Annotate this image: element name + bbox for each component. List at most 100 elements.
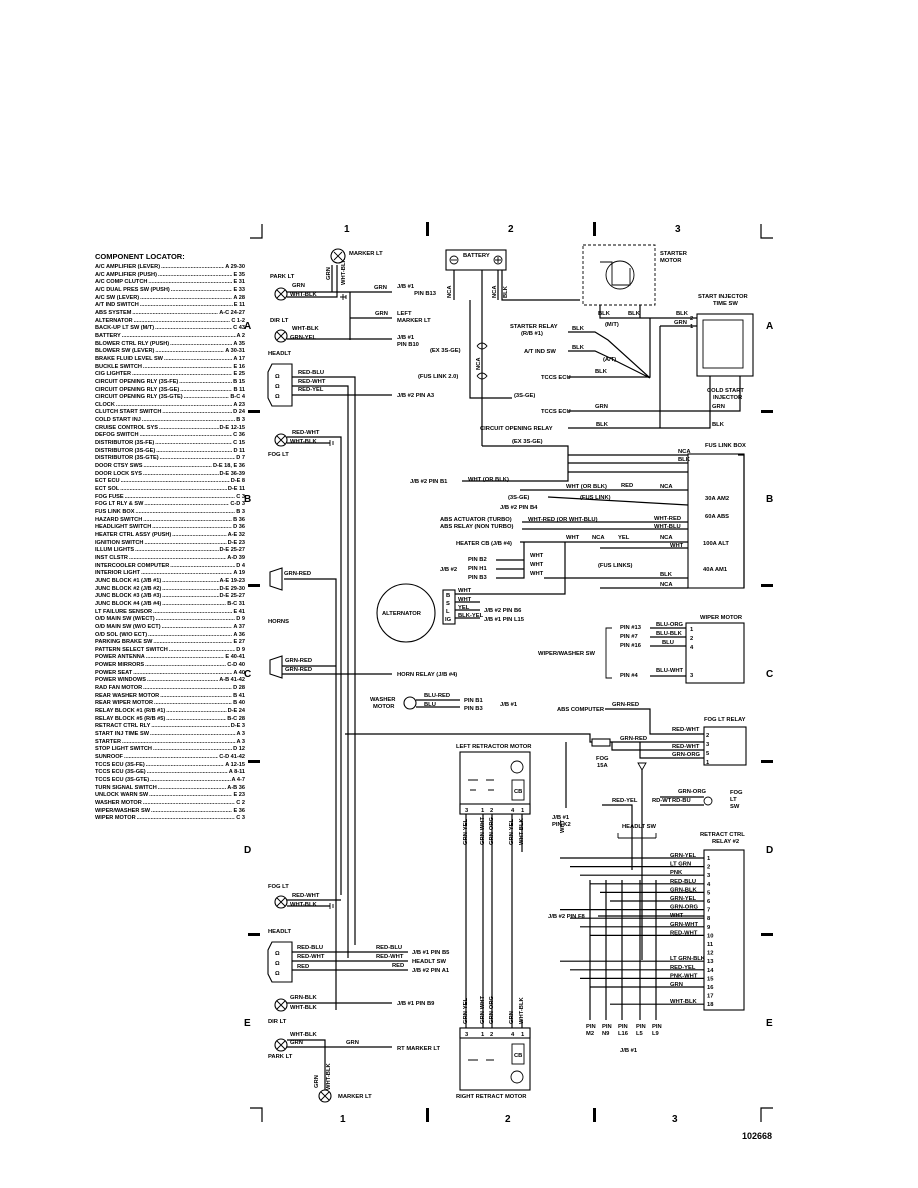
locator-row: BUCKLE SWITCHE 16 xyxy=(95,364,245,372)
svg-text:J/B #2 PIN B4: J/B #2 PIN B4 xyxy=(500,505,538,511)
svg-text:GRN: GRN xyxy=(712,404,725,410)
svg-text:RD-BU: RD-BU xyxy=(672,798,691,804)
svg-text:RELAY #2: RELAY #2 xyxy=(712,839,739,845)
svg-text:WHT-BLK: WHT-BLK xyxy=(290,902,318,908)
row-label-c-right: C xyxy=(766,669,773,680)
locator-grid-ref: E 25 xyxy=(233,371,245,378)
svg-text:RED-WHT: RED-WHT xyxy=(376,954,404,960)
relay-pin-number: 9 xyxy=(707,925,711,931)
locator-row: RELAY BLOCK #5 (R/B #5)B-C 28 xyxy=(95,716,245,724)
locator-row: TCCS ECU (3S-GE)A 8-11 xyxy=(95,769,245,777)
relay-pin-number: 8 xyxy=(707,916,711,922)
jb1-pin-label: L5 xyxy=(636,1031,644,1037)
svg-text:HEADLT: HEADLT xyxy=(268,929,292,935)
rear-left-lights: GRN-BLK WHT-BLK J/B #1 PIN B9 DIR LT WHT… xyxy=(268,995,440,1103)
horns: GRN-RED HORNS GRN-RED GRN-RED HORN RELAY… xyxy=(268,567,457,1010)
svg-text:RED: RED xyxy=(621,483,633,489)
svg-text:WHT-BLK: WHT-BLK xyxy=(290,1032,318,1038)
starter-motor: STARTER MOTOR BLK BLK xyxy=(582,244,688,319)
svg-text:RED-BLU: RED-BLU xyxy=(376,945,402,951)
locator-title: COMPONENT LOCATOR: xyxy=(95,252,185,261)
relay-pin-number: 3 xyxy=(707,873,711,879)
jb1-pin-label: L9 xyxy=(652,1031,660,1037)
locator-grid-ref: D-E 8 xyxy=(230,478,245,485)
svg-text:CB: CB xyxy=(514,789,522,795)
svg-text:FOG: FOG xyxy=(596,756,609,762)
svg-text:GRN-YEL: GRN-YEL xyxy=(509,818,515,845)
svg-text:WHT: WHT xyxy=(458,597,472,603)
col-label-1: 1 xyxy=(344,224,350,235)
svg-text:ABS COMPUTER: ABS COMPUTER xyxy=(557,707,605,713)
locator-row: TURN SIGNAL SWITCHA-B 36 xyxy=(95,785,245,793)
svg-text:4: 4 xyxy=(690,645,694,651)
svg-text:J/B #2 PIN A3: J/B #2 PIN A3 xyxy=(397,393,435,399)
relay-pin-number: 16 xyxy=(707,985,714,991)
jb1-pin-label: L16 xyxy=(618,1031,629,1037)
relay-pin-number: 2 xyxy=(707,865,710,871)
locator-component-name: A/C AMPLIFIER (LEVER) xyxy=(95,264,161,270)
svg-text:40A AM1: 40A AM1 xyxy=(703,567,728,573)
svg-text:BLK: BLK xyxy=(596,422,609,428)
relay-pin-number: 13 xyxy=(707,959,714,965)
svg-text:FOG LT RELAY: FOG LT RELAY xyxy=(704,717,746,723)
locator-grid-ref: D-E 36-39 xyxy=(219,470,246,477)
svg-text:SW: SW xyxy=(730,804,740,810)
locator-row: JUNC BLOCK #3 (J/B #3)D-E 25-27 xyxy=(95,593,245,601)
locator-grid-ref: E 31 xyxy=(233,279,245,286)
locator-row: DISTRIBUTOR (3S-GTE)D 7 xyxy=(95,455,245,463)
svg-text:Ω: Ω xyxy=(275,951,280,957)
svg-text:2: 2 xyxy=(490,1032,493,1038)
svg-text:PIN B3: PIN B3 xyxy=(468,575,487,581)
locator-component-name: BUCKLE SWITCH xyxy=(95,363,142,370)
svg-text:BLK: BLK xyxy=(595,369,608,375)
svg-text:WHT (OR BLK): WHT (OR BLK) xyxy=(468,477,509,483)
relay-wire-color: RED-YEL xyxy=(670,965,696,971)
locator-grid-ref: B 41 xyxy=(233,692,245,699)
locator-grid-ref: A-B 36 xyxy=(227,784,245,791)
horn-1-symbol xyxy=(269,567,283,591)
relay-pin-number: 10 xyxy=(707,933,713,939)
svg-text:WHT-RED: WHT-RED xyxy=(654,516,681,522)
locator-grid-ref: A 35 xyxy=(233,340,245,347)
row-label-d: D xyxy=(244,845,251,856)
locator-component-name: BATTERY xyxy=(95,332,121,339)
locator-component-name: HEADLIGHT SWITCH xyxy=(95,524,152,531)
svg-text:RED-WHT: RED-WHT xyxy=(672,727,700,733)
svg-text:(3S-GE): (3S-GE) xyxy=(514,393,535,399)
locator-list: A/C AMPLIFIER (LEVER)A 29-30A/C AMPLIFIE… xyxy=(95,264,245,823)
locator-component-name: WIPER MOTOR xyxy=(95,815,136,822)
svg-text:(A/T): (A/T) xyxy=(603,357,616,363)
svg-text:RT MARKER LT: RT MARKER LT xyxy=(397,1046,440,1052)
relay-wire-color: RED-BLU xyxy=(670,879,696,885)
col-label-3: 3 xyxy=(675,224,681,235)
locator-grid-ref: D 24 xyxy=(233,409,245,416)
locator-grid-ref: D 12 xyxy=(233,746,245,753)
locator-grid-ref: D-E 11 xyxy=(227,486,245,493)
locator-component-name: FOG FUSE xyxy=(95,493,124,500)
locator-grid-ref: C 43 xyxy=(233,325,245,332)
svg-text:GRN-RED: GRN-RED xyxy=(612,702,639,708)
svg-text:A/T IND SW: A/T IND SW xyxy=(524,349,556,355)
relay-pin-number: 14 xyxy=(707,968,714,974)
jb1-pin-label: PIN xyxy=(636,1024,646,1030)
relay-wire-color: GRN-YEL xyxy=(670,853,697,859)
locator-component-name: DISTRIBUTOR (3S-GTE) xyxy=(95,455,159,462)
locator-component-name: RETRACT CTRL RLY xyxy=(95,723,151,730)
locator-component-name: PARKING BRAKE SW xyxy=(95,639,153,646)
locator-component-name: O/D MAIN SW (W/ECT) xyxy=(95,616,155,623)
locator-row: ILLUM LIGHTSD-E 25-27 xyxy=(95,547,245,555)
locator-row: ECT ECUD-E 8 xyxy=(95,478,245,486)
relay-wire-color: PNK-WHT xyxy=(670,973,698,979)
svg-text:ALTERNATOR: ALTERNATOR xyxy=(382,611,422,617)
svg-text:GRN: GRN xyxy=(326,267,332,280)
svg-text:WHT-BLK: WHT-BLK xyxy=(290,439,318,445)
svg-text:J/B #2: J/B #2 xyxy=(440,567,457,573)
svg-text:GRN-ORG: GRN-ORG xyxy=(678,789,707,795)
retract-ctrl-relay: HEADLT SW RETRACT CTRL RELAY #2 12345678… xyxy=(548,824,745,1011)
svg-text:NCA: NCA xyxy=(592,535,605,541)
relay-pin-number: 17 xyxy=(707,994,713,1000)
locator-row: O/D MAIN SW (W/O ECT)A 37 xyxy=(95,624,245,632)
locator-grid-ref: A 17 xyxy=(233,355,245,362)
